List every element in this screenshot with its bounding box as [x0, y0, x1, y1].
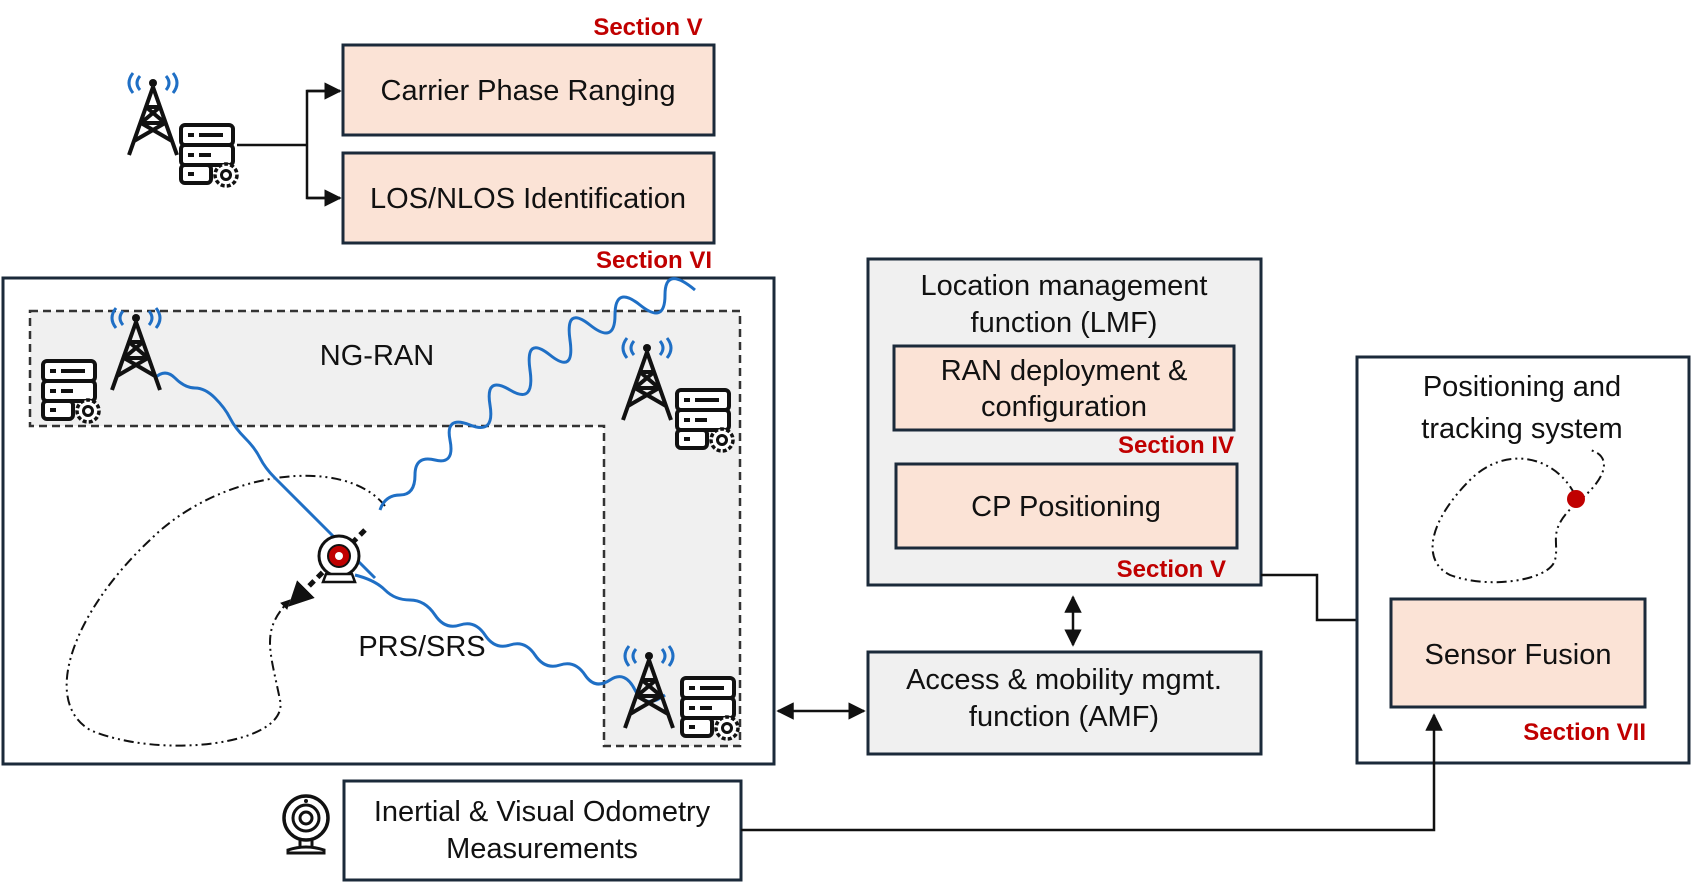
section-label-fusion: Section VII — [1523, 719, 1646, 746]
tower-icon — [127, 71, 179, 157]
odometry-line1: Inertial & Visual Odometry — [374, 796, 711, 828]
server-gear-icon — [675, 388, 735, 453]
amf-line2: function (AMF) — [969, 701, 1159, 733]
top-left-base-station — [127, 71, 239, 188]
carrier-phase-box — [341, 43, 716, 137]
carrier-phase-label: Carrier Phase Ranging — [381, 75, 676, 107]
positioning-title-1: Positioning and — [1423, 371, 1621, 403]
sensor-fusion-label: Sensor Fusion — [1425, 639, 1612, 671]
ran-deployment-line2: configuration — [981, 391, 1147, 423]
signal-wave-2 — [378, 277, 696, 511]
amf-line1: Access & mobility mgmt. — [906, 664, 1222, 696]
ran-deployment-line1: RAN deployment & — [941, 355, 1188, 387]
user-device-icon — [317, 534, 361, 584]
branch-connector — [237, 89, 340, 200]
prs-srs-label: PRS/SRS — [358, 631, 485, 663]
server-gear-icon — [41, 359, 101, 424]
cp-positioning-box — [894, 462, 1239, 550]
ran-deployment-box — [892, 344, 1236, 432]
cp-positioning-label: CP Positioning — [971, 491, 1161, 523]
section-label-ran: Section IV — [1118, 432, 1234, 459]
odometry-line2: Measurements — [446, 833, 638, 865]
los-nlos-label: LOS/NLOS Identification — [370, 183, 686, 215]
section-label-left-panel: Section VI — [596, 247, 712, 274]
server-gear-icon — [680, 676, 740, 741]
signal-wave-3 — [354, 573, 666, 703]
server-gear-icon — [179, 123, 239, 188]
los-nlos-box — [341, 151, 716, 245]
odometry-box — [342, 779, 743, 882]
positioning-title-2: tracking system — [1421, 413, 1622, 445]
section-label-top: Section V — [593, 14, 702, 41]
amf-box — [866, 650, 1263, 756]
tracked-position-marker — [1567, 490, 1585, 508]
odometry-fusion-connector — [741, 713, 1443, 832]
ngran-region — [28, 309, 742, 748]
lmf-title-2: function (LMF) — [971, 307, 1158, 339]
camera-icon — [282, 794, 330, 855]
lmf-fusion-connector — [1261, 573, 1387, 629]
ngran-label: NG-RAN — [320, 340, 434, 372]
section-label-cp: Section V — [1117, 556, 1226, 583]
lmf-title-1: Location management — [921, 270, 1208, 302]
sensor-fusion-box — [1389, 597, 1647, 709]
